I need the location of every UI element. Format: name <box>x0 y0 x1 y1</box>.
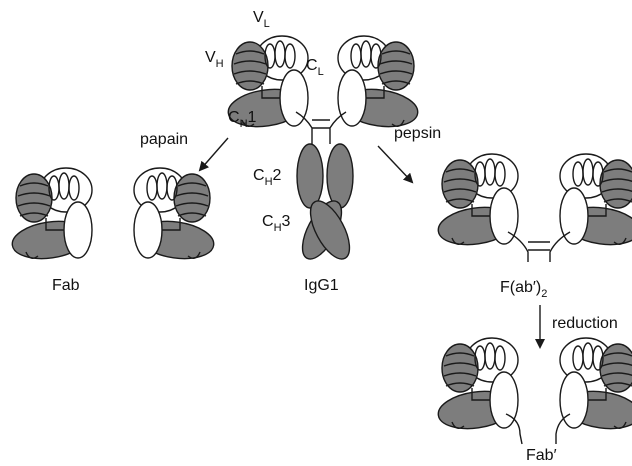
igg1-right-fab <box>338 36 420 131</box>
fab-prime-right <box>560 338 632 433</box>
fab2-disulfide-bonds <box>528 242 550 250</box>
fab-fragments <box>10 168 216 263</box>
fab2-right-arm <box>560 154 632 249</box>
label-ch3: CH3 <box>262 213 291 234</box>
label-papain: papain <box>140 131 188 148</box>
fab-fragment-1 <box>10 168 92 263</box>
label-fab-prime: Fab′ <box>526 447 557 464</box>
label-vh: VH <box>205 49 224 70</box>
fab2-left-arm <box>436 154 518 249</box>
label-cl: CL <box>306 57 324 78</box>
fab2-fragment <box>436 154 632 262</box>
label-fab2: F(ab′)2 <box>500 279 547 300</box>
ch2-domain-left <box>297 144 323 208</box>
fab-prime-fragments <box>436 338 632 444</box>
label-reduction: reduction <box>552 315 618 332</box>
label-ch2: CH2 <box>253 167 282 188</box>
label-fab: Fab <box>52 277 80 294</box>
label-igg1: IgG1 <box>304 277 339 294</box>
label-pepsin: pepsin <box>394 125 441 142</box>
ch2-domain-right <box>327 144 353 208</box>
label-vl: VL <box>253 9 270 30</box>
disulfide-bonds <box>312 120 330 128</box>
pepsin-arrow <box>378 146 412 182</box>
fab-prime-left <box>436 338 518 433</box>
fab-fragment-2 <box>134 168 216 263</box>
papain-arrow <box>200 138 228 170</box>
